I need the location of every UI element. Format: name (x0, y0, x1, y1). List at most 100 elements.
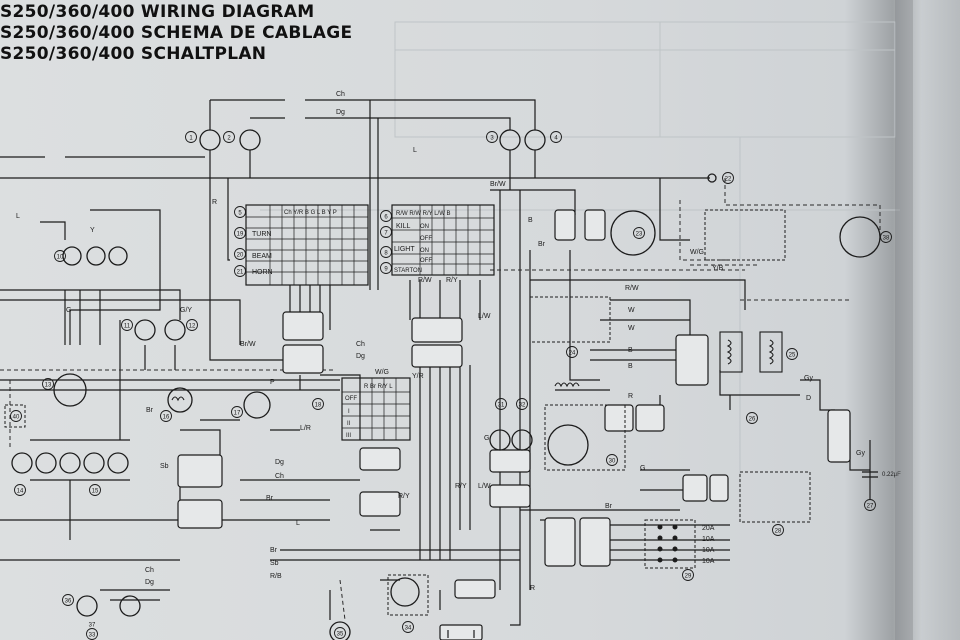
callout-9: 9 (384, 267, 388, 273)
left-switch-header: Ch Y/R B G L B Y P (284, 210, 337, 216)
callout-35: 35 (337, 632, 344, 638)
callout-27: 27 (867, 504, 874, 510)
wire-label: Y/R (412, 373, 424, 380)
wire-label: R (530, 585, 535, 592)
callout-40: 40 (13, 415, 20, 421)
callout-15: 15 (92, 489, 99, 495)
wire-label: W/G (375, 369, 389, 376)
ignition-i-label: I (348, 409, 350, 415)
callout-12: 12 (189, 324, 196, 330)
wire-label: W/G (690, 249, 704, 256)
wire-label: R/W (625, 285, 639, 292)
wire-label: B (628, 363, 633, 370)
callout-34: 34 (405, 626, 412, 632)
callout-31: 31 (498, 403, 505, 409)
title-french: S250/360/400 SCHEMA DE CABLAGE (0, 23, 353, 43)
horn-label: HORN (252, 269, 273, 276)
page-fold-shadow (895, 0, 913, 640)
wire-label: Gy (856, 450, 865, 457)
wire-label: Br (146, 407, 154, 414)
right-switch-header: R/W R/W R/Y L/W B (396, 211, 451, 217)
callout-6: 6 (384, 215, 388, 221)
callout-28: 28 (775, 529, 782, 535)
callout-3: 3 (490, 136, 494, 142)
kill-off-label: OFF (420, 236, 432, 242)
connector-blocks (177, 209, 851, 640)
light-label: LIGHT (394, 246, 415, 253)
callout-21: 21 (237, 270, 244, 276)
wire-label: L/R (300, 425, 311, 432)
wire-label: W (628, 325, 635, 332)
wire-label: L (296, 520, 300, 527)
ignition-switch-grid (341, 377, 411, 441)
wire-label: R (628, 393, 633, 400)
callout-18: 18 (315, 403, 322, 409)
wire-label: Sb (160, 463, 169, 470)
callout-22: 22 (725, 177, 732, 183)
callout-7: 7 (384, 231, 388, 237)
wire-label: R (212, 199, 217, 206)
wire-label: R/W (418, 277, 432, 284)
kill-label: KILL (396, 223, 411, 230)
wire-label: G (640, 465, 645, 472)
battery-symbol (447, 630, 475, 638)
wire-label: L (16, 213, 20, 220)
wire-label: Br (270, 547, 278, 554)
fuse-20a: 20A (702, 525, 715, 532)
dashed-component-boxes (4, 209, 811, 616)
wire-label: Y/B (712, 265, 724, 272)
wire-label: R/Y (455, 483, 467, 490)
wire-label: Ch (275, 473, 284, 480)
wire-label: G (66, 307, 71, 314)
light-on-label: ON (420, 248, 429, 254)
callout-30: 30 (609, 459, 616, 465)
callout-16: 16 (163, 415, 170, 421)
lamps-and-meters (11, 129, 881, 640)
callout-10: 10 (57, 255, 64, 261)
callout-29: 29 (685, 574, 692, 580)
wire-label: Dg (275, 459, 284, 466)
callout-24: 24 (569, 351, 576, 357)
callout-32: 32 (519, 403, 526, 409)
coils (171, 331, 783, 402)
wire-label: Br (605, 503, 613, 510)
ignition-iii-label: III (346, 433, 351, 439)
wire-label: Ch (356, 341, 365, 348)
callout-14: 14 (17, 489, 24, 495)
capacitor-symbol (862, 471, 878, 478)
callout-37: 37 (89, 623, 96, 629)
callout-26: 26 (749, 417, 756, 423)
wire-label: Br (538, 241, 546, 248)
callout-23: 23 (636, 232, 643, 238)
wire-label: Y (90, 227, 95, 234)
component-callouts: 1 2 3 4 5 6 7 8 9 10 11 12 13 14 15 16 1… (10, 131, 892, 640)
callout-38: 38 (883, 236, 890, 242)
wire-label: G (484, 435, 489, 442)
light-off-label: OFF (420, 258, 432, 264)
capacitor-value: 0.22µF (882, 472, 901, 478)
callout-19: 19 (237, 232, 244, 238)
diagram-title-block: S250/360/400 WIRING DIAGRAM S250/360/400… (0, 2, 352, 65)
wire-label: B (528, 217, 533, 224)
callout-1: 1 (189, 136, 193, 142)
callout-17: 17 (234, 411, 241, 417)
wire-label: B (628, 347, 633, 354)
wiring-harness (0, 99, 871, 626)
callout-36: 36 (65, 599, 72, 605)
wire-label: Dg (145, 579, 154, 586)
switch-grid-labels: Ch Y/R B G L B Y P TURN BEAM HORN R/W R/… (252, 210, 451, 439)
bleed-through-table (260, 21, 900, 520)
wire-label: W (628, 307, 635, 314)
beam-label: BEAM (252, 253, 272, 260)
wire-label: P (270, 379, 275, 386)
callout-2: 2 (227, 136, 231, 142)
wire-label: Br/W (240, 341, 256, 348)
wire-label: L/W (478, 313, 491, 320)
wire-label: Br/W (490, 181, 506, 188)
kill-on-label: ON (420, 224, 429, 230)
title-english: S250/360/400 WIRING DIAGRAM (0, 2, 315, 22)
wire-label: Ch (336, 91, 345, 98)
starton-label: STARTON (394, 268, 422, 274)
fuse-10a-1: 10A (702, 536, 715, 543)
